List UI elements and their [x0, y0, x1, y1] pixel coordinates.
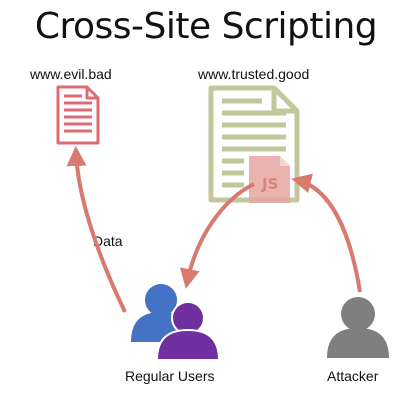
js-badge: JS — [261, 175, 278, 193]
attacker-label: Attacker — [327, 368, 379, 384]
data-arrow — [66, 146, 127, 313]
evil-document-icon — [56, 85, 100, 145]
regular-users-label: Regular Users — [125, 368, 215, 384]
trusted-site-label: www.trusted.good — [198, 66, 310, 82]
diagram-title: Cross-Site Scripting — [34, 6, 378, 47]
javascript-file-icon: JS — [249, 156, 290, 203]
evil-site-label: www.evil.bad — [30, 66, 112, 82]
user-front-icon — [155, 301, 221, 361]
regular-users-icon — [131, 284, 221, 361]
script-to-users-arrow — [179, 182, 255, 289]
attacker-inject-arrow — [291, 173, 362, 293]
data-label: Data — [93, 233, 123, 249]
attacker-icon — [327, 297, 389, 358]
